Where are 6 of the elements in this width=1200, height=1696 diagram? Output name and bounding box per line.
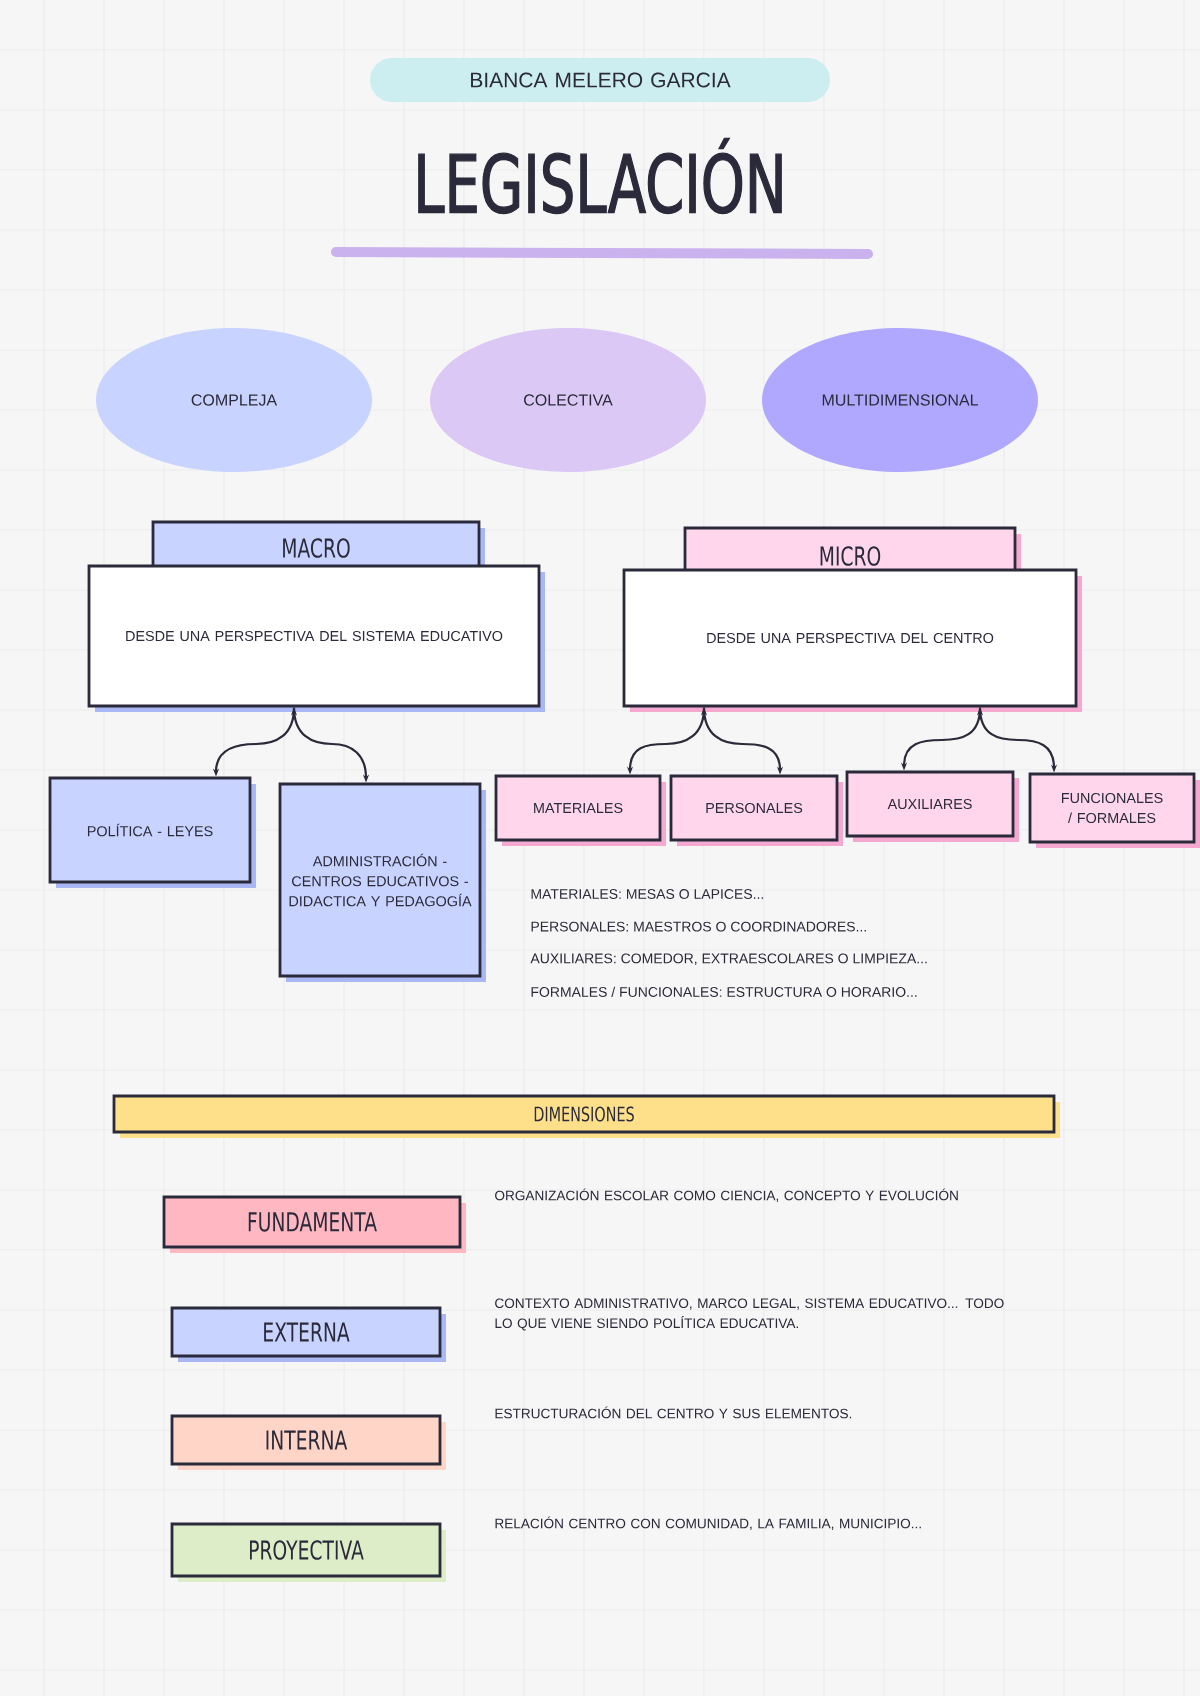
name-pill: BIANCA MELERO GARCIA: [370, 58, 830, 102]
section-banner: DIMENSIONES: [112, 1094, 1060, 1138]
dimension-tag: EXTERNA: [170, 1306, 446, 1362]
dimension-tag: PROYECTIVA: [170, 1522, 446, 1582]
dimension-tag: INTERNA: [170, 1414, 446, 1470]
dimension-tag: FUNDAMENTA: [162, 1195, 466, 1253]
